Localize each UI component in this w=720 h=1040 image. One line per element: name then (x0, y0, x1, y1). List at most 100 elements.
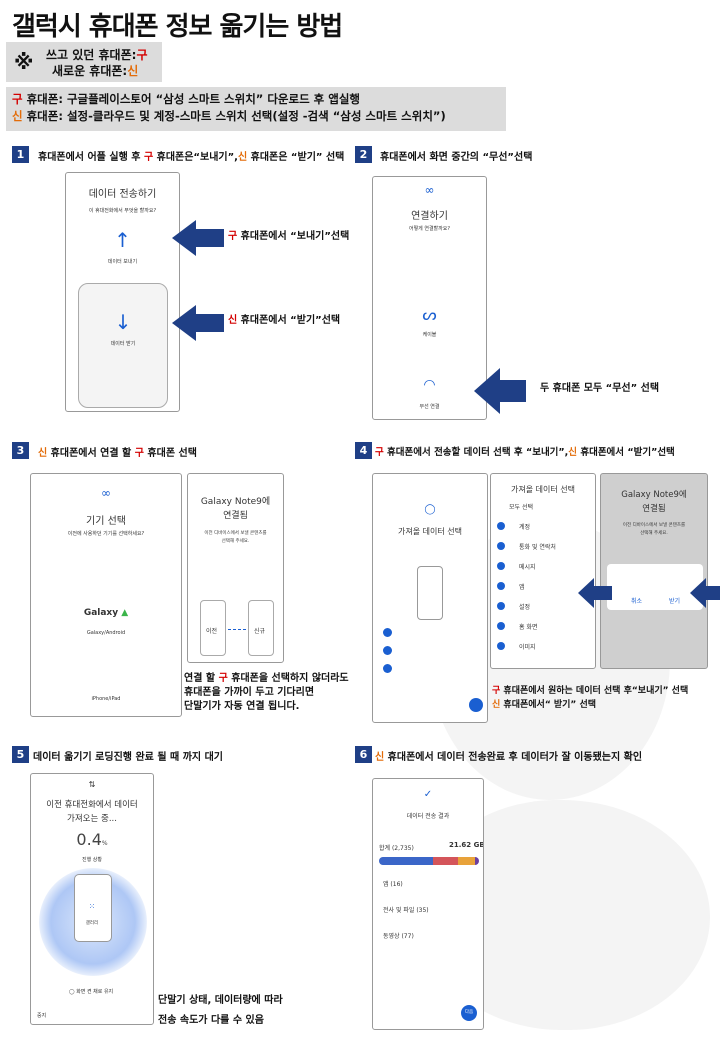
step-3-galaxy[interactable]: Galaxy ▲ (31, 608, 181, 618)
step-4-p2-title: 가져올 데이터 선택 (511, 485, 575, 494)
step-3-text-b: 휴대폰 선택 (143, 448, 197, 459)
legend-old-value: 구 (136, 48, 148, 62)
recv-note-tag: 신 (228, 315, 238, 326)
link-icon: ∞ (424, 183, 435, 197)
android-icon: ▲ (121, 608, 129, 618)
step-1-new-tag: 신 (237, 152, 248, 163)
step-4-old-tag: 구 (375, 447, 384, 458)
step-6-size-label: 합계 (2,735) (379, 845, 414, 852)
step-3-title: 신 휴대폰에서 연결 할 구 휴대폰 선택 (38, 444, 197, 459)
step-4-p1-next[interactable] (469, 698, 483, 712)
step-5-phone-label: 갤러리 (85, 921, 99, 926)
step-6-number: 6 (355, 746, 372, 763)
new-phone-outline (248, 600, 274, 656)
step-4-number: 4 (355, 442, 372, 459)
send-note-text: 휴대폰에서 “보내기”선택 (237, 231, 350, 242)
keep-label: 화면 켠 채로 유지 (76, 989, 114, 995)
percent-value: 0.4 (76, 830, 102, 849)
storage-segment (475, 857, 479, 865)
check-icon: ✓ (423, 789, 433, 800)
dots-icon: ⁙ (88, 902, 96, 911)
step-4-arrow-2-icon (690, 578, 720, 608)
step-2-note: 두 휴대폰 모두 “무선” 선택 (540, 383, 660, 394)
step-3-note: 연결 할 구 휴대폰을 선택하지 않더라도 휴대폰을 가까이 두고 기다리면 단… (184, 672, 349, 714)
step-4-p3-title-1: Galaxy Note9에 (621, 490, 687, 500)
step-1-text-c: 휴대폰은 “받기” 선택 (247, 152, 345, 163)
info-line-new: 신 휴대폰: 설정-클라우드 및 계정-스마트 스위치 선택(설정 -검색 “삼… (12, 108, 500, 125)
step-1-recv-card[interactable]: ↓ 데이터 받기 (78, 283, 168, 408)
step-4-list-item[interactable]: 앱 (497, 580, 591, 594)
step-4-p3-title-2: 연결됨 (642, 504, 666, 514)
step-5-percent: 0.4% (31, 830, 153, 849)
note-1b: 휴대폰을 선택하지 않더라도 (227, 673, 349, 684)
step-1-recv-arrow-icon (172, 305, 224, 341)
step-2-phone: ∞ 연결하기 어떻게 연결할까요? ᔕ 케이블 ◠ 무선 연결 (372, 176, 487, 420)
step-4-p2-all[interactable]: 모두 선택 (509, 504, 533, 511)
step-3-galaxy-sub: Galaxy/Android (86, 630, 126, 636)
cable-icon[interactable]: ᔕ (422, 305, 437, 324)
step-5-note: 단말기 상태, 데이터량에 따라 전송 속도가 다를 수 있음 (158, 991, 283, 1031)
step-2-screen-sub: 어떻게 연결할까요? (408, 226, 451, 232)
step-1-screen-sub: 이 휴대전화에서 무엇을 할까요? (88, 208, 157, 214)
step-6-screen-title: 데이터 전송 결과 (406, 813, 450, 820)
step-5-stop[interactable]: 중지 (37, 1013, 47, 1019)
step-1-old-tag: 구 (143, 152, 154, 163)
step-4-p1-phone-icon (417, 566, 443, 620)
info-new-text: 휴대폰: 설정-클라우드 및 계정-스마트 스위치 선택(설정 -검색 “삼성 … (22, 109, 446, 123)
step-4-list-item[interactable]: 홈 화면 (497, 620, 591, 634)
note-old-tag: 구 (492, 686, 501, 696)
recv-arrow-icon: ↓ (114, 310, 132, 334)
send-arrow-icon[interactable]: ↑ (114, 228, 131, 252)
list-item-label: 이미지 (519, 644, 536, 651)
step-1-screen-title: 데이터 전송하기 (88, 189, 157, 200)
step-3-new-tag: 신 (38, 448, 48, 459)
step-4-list-item[interactable]: 통화 및 연락처 (497, 540, 591, 554)
step-3-iphone-sub: iPhone/iPad (91, 696, 121, 702)
step-6-title: 신 휴대폰에서 데이터 전송완료 후 데이터가 잘 이동됐는지 확인 (375, 748, 642, 763)
step-5-note-1: 단말기 상태, 데이터량에 따라 (158, 995, 283, 1006)
check-icon (497, 562, 505, 570)
step-4-list-item[interactable]: 계정 (497, 520, 591, 534)
step-2-cable-label[interactable]: 케이블 (422, 332, 437, 338)
check-icon (497, 622, 505, 630)
info-new-tag: 신 (12, 109, 23, 123)
step-6-size: 21.62 GB (449, 841, 484, 849)
step-4-title: 구 휴대폰에서 전송할 데이터 선택 후 “보내기”,신 휴대폰에서 “받기”선… (375, 444, 675, 458)
old-phone-outline (200, 600, 226, 656)
step-4-p3-sub-2: 선택해 주세요. (640, 531, 668, 536)
step-4-p3-ok[interactable]: 받기 (669, 598, 681, 605)
step-5-title: 데이터 옮기기 로딩진행 완료 될 때 까지 대기 (33, 752, 223, 763)
step-4-note-1: 구 휴대폰에서 원하는 데이터 선택 후“보내기” 선택 (492, 684, 688, 698)
step-5-title-1: 이전 휴대전화에서 데이터 (46, 800, 138, 810)
step-1-recv-note: 신 휴대폰에서 “받기”선택 (228, 314, 340, 328)
step-1-send-note: 구 휴대폰에서 “보내기”선택 (228, 230, 349, 244)
step-1-send-label[interactable]: 데이터 보내기 (107, 259, 138, 265)
list-dot (383, 664, 392, 673)
step-4-new-tag: 신 (568, 447, 578, 458)
wifi-icon[interactable]: ◠ (423, 377, 436, 393)
link-line (228, 629, 246, 630)
transfer-icon: ⇅ (88, 780, 96, 789)
step-4-list-item[interactable]: 메시지 (497, 560, 591, 574)
step-2-screen-title: 연결하기 (411, 211, 448, 222)
legend-new: 새로운 휴대폰:신 (52, 62, 138, 79)
step-4-note-2: 신 휴대폰에서“ 받기” 선택 (492, 698, 688, 712)
step-4-list-item[interactable]: 이미지 (497, 640, 591, 654)
list-item-label: 계정 (519, 524, 531, 531)
step-4-p3-dialog: 취소 받기 (607, 564, 703, 610)
legend-old-label: 쓰고 있던 휴대폰: (46, 48, 137, 62)
step-3-note-1: 연결 할 구 휴대폰을 선택하지 않더라도 (184, 672, 349, 686)
step-2-wireless-label[interactable]: 무선 연결 (419, 404, 440, 410)
step-4-list-item[interactable]: 설정 (497, 600, 591, 614)
step-3-phone-1: ∞ 기기 선택 이전에 사용하던 기기를 선택하세요? Galaxy ▲ Gal… (30, 473, 182, 717)
result-item: 앱 (16) (383, 881, 403, 888)
step-3-p2-sub-2: 선택해 주세요. (221, 539, 250, 544)
step-4-phone-1: ◯ 가져올 데이터 선택 (372, 473, 488, 723)
step-6-next-button[interactable]: 다음 (461, 1005, 477, 1021)
step-5-keep[interactable]: ◯ 화면 켠 채로 유지 (69, 989, 114, 995)
check-icon (497, 522, 505, 530)
result-item: 전사 및 파일 (35) (383, 907, 429, 914)
step-6-text-a: 휴대폰에서 데이터 전송완료 후 데이터가 잘 이동됐는지 확인 (384, 752, 643, 763)
step-4-p3-cancel[interactable]: 취소 (631, 598, 643, 605)
